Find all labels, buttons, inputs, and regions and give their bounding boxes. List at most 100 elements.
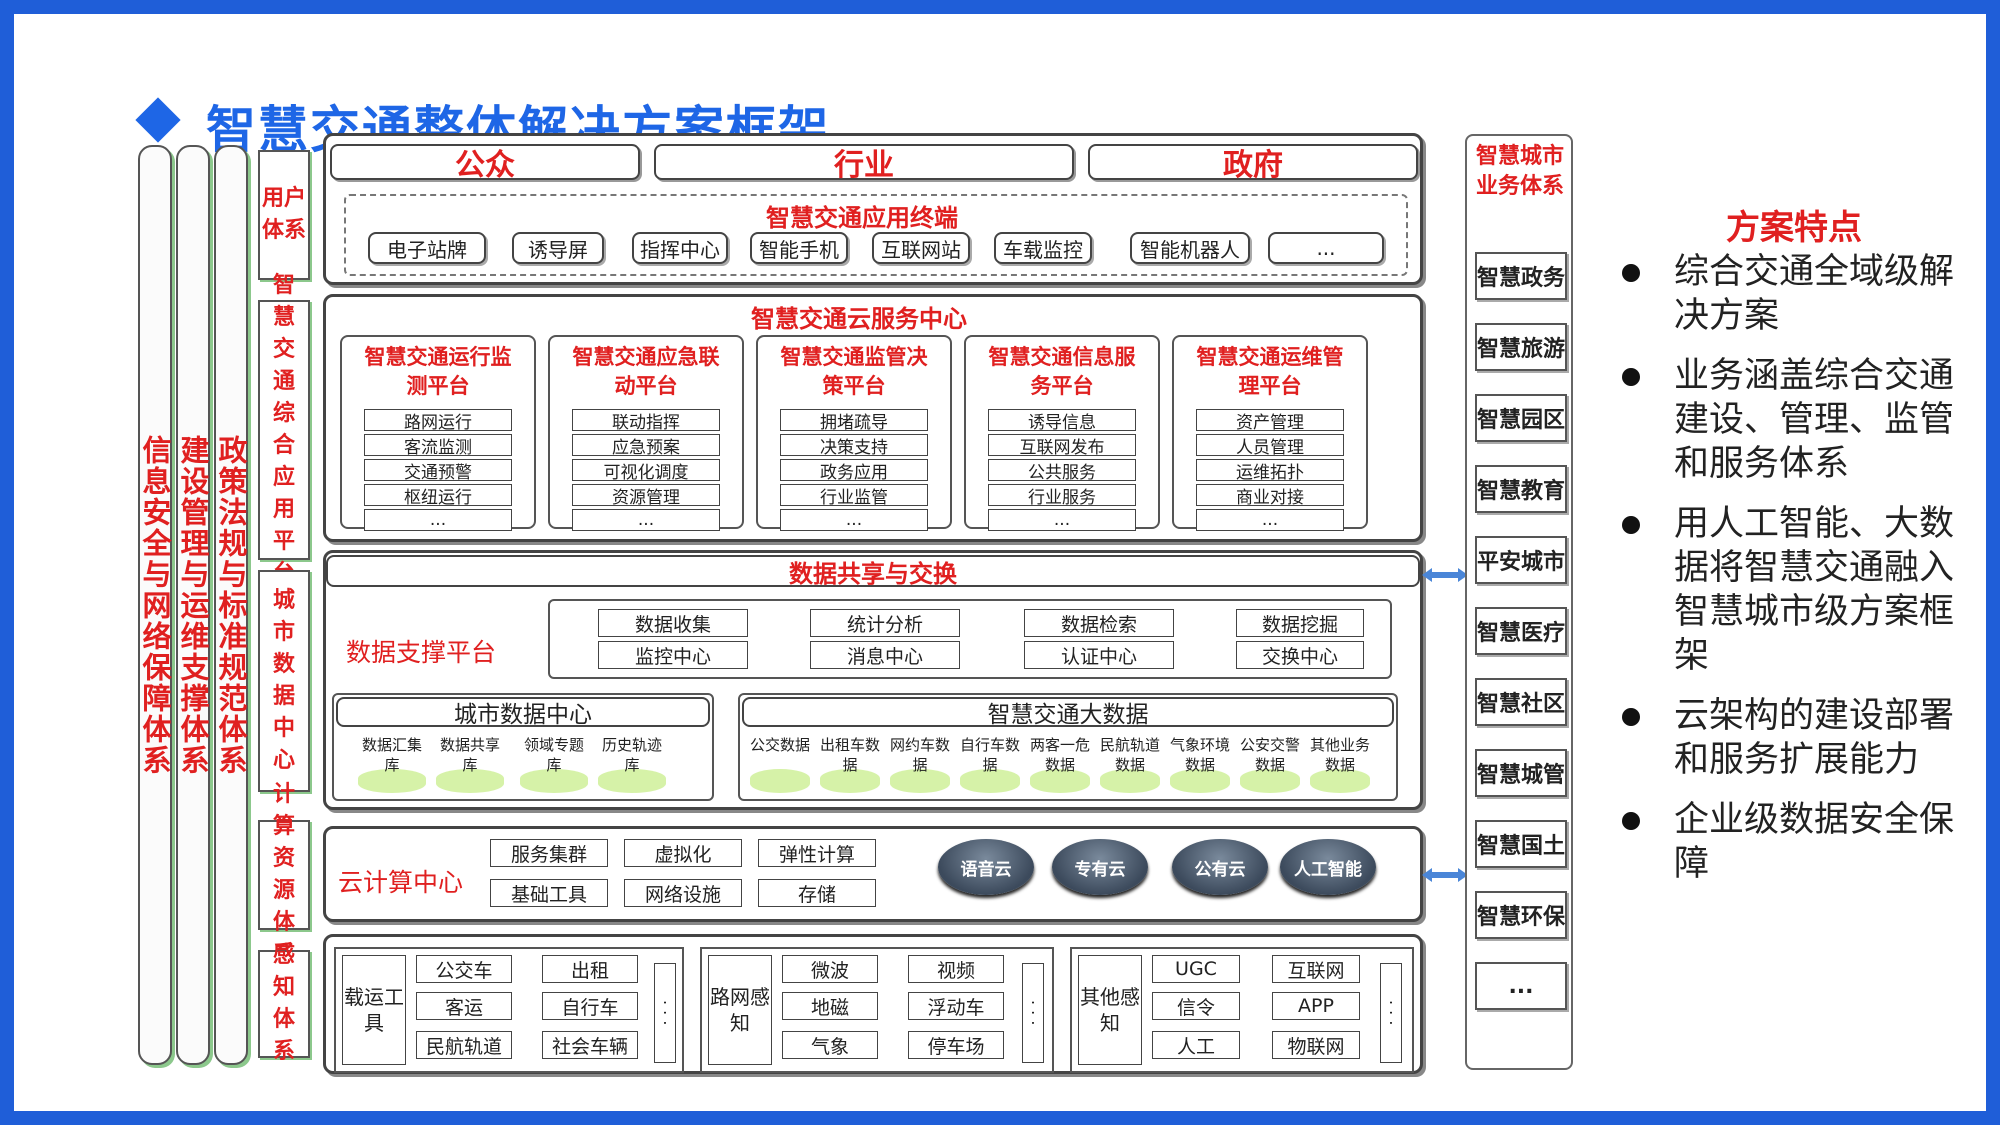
city-business-item: 智慧园区 <box>1475 394 1567 442</box>
city-business-item: 智慧社区 <box>1475 678 1567 726</box>
database-icon: 领域专题库 <box>520 735 588 793</box>
sensing-item: 浮动车 <box>908 992 1004 1020</box>
system-label-sensing: 感知体系 <box>258 943 310 1064</box>
city-business-item: 智慧环保 <box>1475 891 1567 939</box>
feature-item: 业务涵盖综合交通建设、管理、监管和服务体系 <box>1612 354 1972 486</box>
sensing-item: 信令 <box>1152 992 1240 1020</box>
features-list: 综合交通全域级解决方案 业务涵盖综合交通建设、管理、监管和服务体系 用人工智能、… <box>1612 250 1972 902</box>
feature-item: 云架构的建设部署和服务扩展能力 <box>1612 694 1972 782</box>
platform-monitoring: 智慧交通运行监测平台 路网运行 客流监测 交通预警 枢纽运行 ... <box>340 335 536 531</box>
platform-item: 行业服务 <box>988 484 1136 508</box>
voice-cloud-icon: 语音云 <box>938 839 1034 895</box>
compute-item: 网络设施 <box>624 879 742 907</box>
compute-item: 服务集群 <box>490 839 608 867</box>
terminal-item: 互联网站 <box>872 232 970 264</box>
database-icon: 气象环境数据 <box>1170 735 1230 793</box>
features-title: 方案特点 <box>1726 208 1862 248</box>
compute-section: 云计算中心 服务集群 虚拟化 弹性计算 基础工具 网络设施 存储 语音云 专有云… <box>323 826 1423 922</box>
database-icon: 两客一危数据 <box>1030 735 1090 793</box>
terminals-title: 智慧交通应用终端 <box>766 204 958 232</box>
sensing-group-label: 其他感知 <box>1078 955 1142 1065</box>
cloud-service-section: 智慧交通云服务中心 智慧交通运行监测平台 路网运行 客流监测 交通预警 枢纽运行… <box>323 294 1423 542</box>
compute-item: 存储 <box>758 879 876 907</box>
system-label-city-dc: 城市数据中心 <box>258 570 310 792</box>
platform-emergency: 智慧交通应急联动平台 联动指挥 应急预案 可视化调度 资源管理 ... <box>548 335 744 531</box>
database-icon: 其他业务数据 <box>1310 735 1370 793</box>
sensing-item: 地磁 <box>782 992 878 1020</box>
sensing-group-label: 载运工具 <box>342 955 406 1065</box>
column-construction-management: 建设管理与运维支撑体系 <box>176 145 210 1065</box>
database-icon: 网约车数据 <box>890 735 950 793</box>
data-support-box: 数据收集 统计分析 数据检索 数据挖掘 监控中心 消息中心 认证中心 交换中心 <box>548 599 1392 679</box>
sensing-item: 视频 <box>908 955 1004 983</box>
double-arrow-icon <box>1422 568 1468 582</box>
platform-item: 人员管理 <box>1196 434 1344 458</box>
platform-item: ... <box>572 509 720 531</box>
city-business-panel: 智慧城市业务体系 智慧政务 智慧旅游 智慧园区 智慧教育 平安城市 智慧医疗 智… <box>1465 134 1573 1070</box>
city-business-item: ... <box>1475 962 1567 1010</box>
database-icon: 数据共享库 <box>436 735 504 793</box>
public-cloud-icon: 公有云 <box>1172 839 1268 895</box>
city-business-title: 智慧城市业务体系 <box>1475 144 1564 199</box>
platform-item: 互联网发布 <box>988 434 1136 458</box>
platform-item: 诱导信息 <box>988 409 1136 433</box>
terminal-item: 诱导屏 <box>512 232 604 264</box>
platform-item: 运维拓扑 <box>1196 459 1344 483</box>
database-icon: 数据汇集库 <box>358 735 426 793</box>
platform-title: 智慧交通运维管理平台 <box>1196 345 1344 398</box>
platform-item: 政务应用 <box>780 459 928 483</box>
feature-item: 综合交通全域级解决方案 <box>1612 250 1972 338</box>
sensing-item: 互联网 <box>1272 955 1360 983</box>
platform-title: 智慧交通信息服务平台 <box>988 345 1136 398</box>
city-business-item: 智慧城管 <box>1475 749 1567 797</box>
city-dc-title: 城市数据中心 <box>336 697 710 728</box>
user-group-industry: 行业 <box>654 144 1074 183</box>
platform-item: ... <box>988 509 1136 531</box>
sensing-item: 自行车 <box>542 992 638 1020</box>
column-policy-standards-label: 政策法规与标准规范体系 <box>214 434 248 776</box>
sensing-item: 物联网 <box>1272 1031 1360 1059</box>
city-business-item: 智慧教育 <box>1475 465 1567 513</box>
more-dots: · · · <box>1022 963 1044 1063</box>
terminal-item: 电子站牌 <box>368 232 486 264</box>
more-dots: · · · <box>1380 963 1402 1063</box>
column-info-security: 信息安全与网络保障体系 <box>138 145 172 1065</box>
database-icon: 历史轨迹库 <box>598 735 666 793</box>
cloud-service-title: 智慧交通云服务中心 <box>751 305 967 333</box>
platform-item: 客流监测 <box>364 434 512 458</box>
platform-title: 智慧交通应急联动平台 <box>572 345 720 398</box>
database-icon: 出租车数据 <box>820 735 880 793</box>
terminal-item: 车载监控 <box>994 232 1092 264</box>
sensing-group-other: 其他感知 UGC 互联网 信令 APP 人工 物联网 · · · <box>1070 947 1414 1073</box>
support-item: 监控中心 <box>598 641 748 669</box>
city-business-item: 平安城市 <box>1475 536 1567 584</box>
column-construction-management-label: 建设管理与运维支撑体系 <box>176 434 210 776</box>
platform-item: 公共服务 <box>988 459 1136 483</box>
terminal-item: 智能手机 <box>750 232 848 264</box>
support-item: 数据挖掘 <box>1236 609 1364 637</box>
feature-item: 用人工智能、大数据将智慧交通融入智慧城市级方案框架 <box>1612 502 1972 678</box>
platform-item: 路网运行 <box>364 409 512 433</box>
platform-item: 商业对接 <box>1196 484 1344 508</box>
sensing-item: 民航轨道 <box>416 1031 512 1059</box>
bigdata-title: 智慧交通大数据 <box>742 697 1394 728</box>
sensing-item: 气象 <box>782 1031 878 1059</box>
compute-item: 虚拟化 <box>624 839 742 867</box>
terminals-box <box>344 194 1408 276</box>
system-label-compute: 计算资源体系 <box>258 782 310 967</box>
platform-item: 资产管理 <box>1196 409 1344 433</box>
platform-item: 可视化调度 <box>572 459 720 483</box>
column-policy-standards: 政策法规与标准规范体系 <box>214 145 248 1065</box>
private-cloud-icon: 专有云 <box>1052 839 1148 895</box>
sensing-item: 客运 <box>416 992 512 1020</box>
user-section: 公众 行业 政府 智慧交通应用终端 电子站牌 诱导屏 指挥中心 智能手机 互联网… <box>323 133 1423 285</box>
city-business-item: 智慧医疗 <box>1475 607 1567 655</box>
platform-item: 行业监管 <box>780 484 928 508</box>
sensing-item: 停车场 <box>908 1031 1004 1059</box>
city-dc-box: 城市数据中心 数据汇集库 数据共享库 领域专题库 历史轨迹库 <box>332 693 714 801</box>
platform-item: 枢纽运行 <box>364 484 512 508</box>
platform-item: 交通预警 <box>364 459 512 483</box>
terminal-item: 指挥中心 <box>632 232 728 264</box>
platform-supervision: 智慧交通监管决策平台 拥堵疏导 决策支持 政务应用 行业监管 ... <box>756 335 952 531</box>
city-business-item: 智慧国土 <box>1475 820 1567 868</box>
